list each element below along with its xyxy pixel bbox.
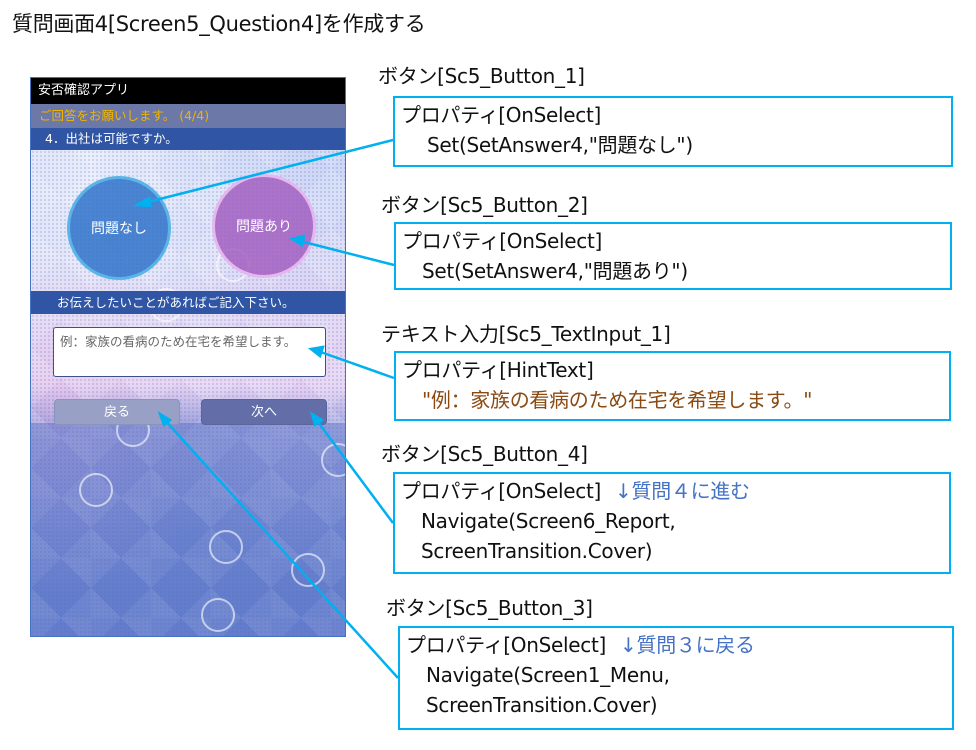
- annotation-property: プロパティ[OnSelect]: [401, 103, 602, 127]
- annotation-hint-text: "例：家族の看病のため在宅を希望します。": [422, 388, 813, 412]
- back-button[interactable]: 戻る: [54, 399, 180, 425]
- annotation-box-button-1: プロパティ[OnSelect] Set(SetAnswer4,"問題なし"): [393, 96, 953, 167]
- annotation-property: プロパティ[HintText]: [402, 358, 594, 382]
- annotation-code-line: ScreenTransition.Cover): [421, 539, 653, 563]
- annotation-property: プロパティ[OnSelect]: [406, 633, 607, 657]
- page-title: 質問画面4[Screen5_Question4]を作成する: [12, 12, 426, 36]
- annotation-code-line: Navigate(Screen6_Report,: [421, 509, 676, 533]
- next-label: 次へ: [250, 405, 277, 420]
- annotation-box-button-4: プロパティ[OnSelect] ↓質問４に進む Navigate(Screen6_…: [393, 472, 951, 574]
- annotation-property: プロパティ[OnSelect]: [401, 479, 602, 503]
- annotation-code-line: Navigate(Screen1_Menu,: [426, 663, 670, 687]
- no-problem-label: 問題なし: [91, 221, 147, 237]
- problem-label: 問題あり: [236, 219, 292, 235]
- app-title-bar: 安否確認アプリ: [31, 78, 345, 104]
- progress-status: ご回答をお願いします。 (4/4): [31, 104, 345, 128]
- no-problem-button[interactable]: 問題なし: [67, 176, 171, 280]
- annotation-box-text-input: プロパティ[HintText] "例：家族の看病のため在宅を希望します。": [394, 351, 951, 421]
- problem-button[interactable]: 問題あり: [212, 174, 316, 278]
- annotation-label-button-3: ボタン[Sc5_Button_3]: [386, 596, 593, 620]
- annotation-code-line: Set(SetAnswer4,"問題なし"): [427, 133, 693, 157]
- tablet-icon: [291, 553, 325, 587]
- annotation-code-line: ScreenTransition.Cover): [426, 693, 658, 717]
- phone-screen-mockup: 安否確認アプリ ご回答をお願いします。 (4/4) 4．出社は可能ですか。 問題…: [30, 77, 346, 637]
- annotation-box-button-2: プロパティ[OnSelect] Set(SetAnswer4,"問題あり"): [394, 222, 952, 290]
- briefcase-icon: [79, 473, 113, 507]
- annotation-property: プロパティ[OnSelect]: [402, 229, 603, 253]
- next-button[interactable]: 次へ: [201, 399, 327, 425]
- annotation-label-button-1: ボタン[Sc5_Button_1]: [378, 64, 585, 88]
- annotation-box-button-3: プロパティ[OnSelect] ↓質問３に戻る Navigate(Screen1_…: [398, 626, 954, 730]
- question-label: 4．出社は可能ですか。: [31, 128, 345, 150]
- annotation-note: ↓質問３に戻る: [620, 633, 755, 657]
- tablet-icon: [201, 598, 235, 632]
- annotation-code-line: Set(SetAnswer4,"問題あり"): [422, 259, 688, 283]
- memo-prompt-label: お伝えしたいことがあればご記入下さい。: [31, 291, 345, 314]
- background-lower-shade: [31, 423, 345, 636]
- annotation-note: ↓質問４に進む: [615, 479, 750, 503]
- memo-text-input[interactable]: [53, 327, 326, 377]
- annotation-label-button-2: ボタン[Sc5_Button_2]: [381, 193, 588, 217]
- annotation-label-button-4: ボタン[Sc5_Button_4]: [381, 442, 588, 466]
- annotation-label-text-input: テキスト入力[Sc5_TextInput_1]: [381, 322, 671, 346]
- back-label: 戻る: [103, 405, 130, 420]
- wifi-icon: [209, 530, 243, 564]
